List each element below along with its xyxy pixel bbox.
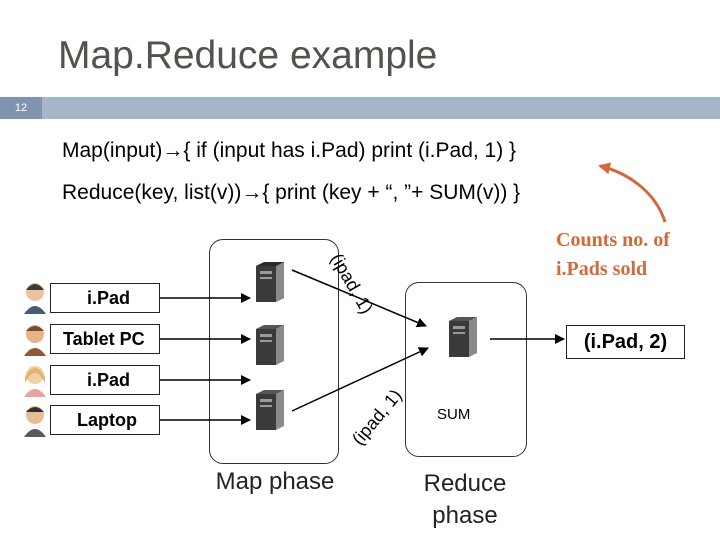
slide-number: 12 [0, 97, 42, 119]
user-avatar-icon [24, 366, 46, 397]
reduce-function-line: Reduce(key, list(v))→{ print (key + “, ”… [62, 181, 520, 205]
input-record: Tablet PC [50, 324, 160, 354]
map-body: { if (input has i.Pad) print (i.Pad, 1) … [183, 139, 517, 162]
slide-header-bar [0, 97, 720, 119]
map-phase-container [209, 239, 339, 464]
slide-title: Map.Reduce example [58, 34, 438, 77]
user-avatar-icon [24, 406, 46, 437]
input-record: i.Pad [50, 365, 160, 395]
reduce-body: { print (key + “, ”+ SUM(v)) } [262, 181, 521, 204]
map-prefix: Map(input) [62, 139, 163, 162]
annotation-arrow [598, 162, 667, 223]
server-icon [256, 390, 284, 430]
user-avatar-icon [24, 283, 46, 314]
server-icon [449, 317, 477, 357]
map-to-reduce-arrow-bottom [291, 347, 429, 412]
input-record: Laptop [50, 405, 160, 435]
reduce-phase-label: Reduce phase [423, 470, 507, 529]
input-record: i.Pad [50, 283, 160, 313]
map-phase-label: Map phase [215, 468, 335, 495]
map-to-reduce-arrow-top [291, 269, 427, 328]
right-arrow-icon: → [241, 181, 263, 204]
annotation-line-1: Counts no. of [556, 229, 670, 251]
reduce-prefix: Reduce(key, list(v)) [62, 181, 242, 204]
reduce-phase-container [405, 282, 527, 457]
map-function-line: Map(input)→{ if (input has i.Pad) print … [62, 139, 516, 163]
output-record: (i.Pad, 2) [566, 325, 685, 359]
server-icon [256, 262, 284, 302]
right-arrow-icon: → [162, 139, 184, 162]
annotation-line-2: i.Pads sold [556, 258, 648, 280]
reducer-label: SUM [437, 406, 471, 423]
annotation-note: Counts no. of i.Pads sold [556, 226, 670, 284]
server-icon [256, 325, 284, 365]
user-avatar-icon [24, 325, 46, 356]
